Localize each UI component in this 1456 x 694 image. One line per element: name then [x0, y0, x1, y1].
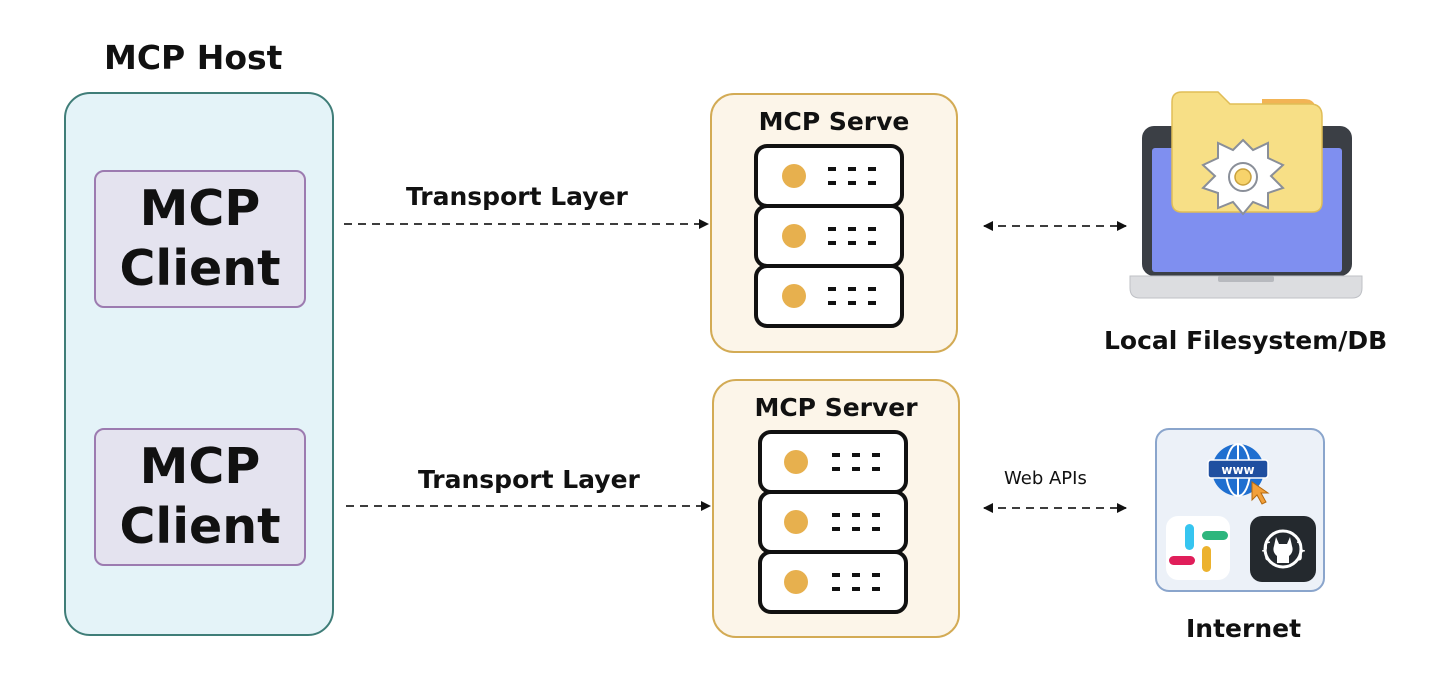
mcp-client-2: MCP Client: [94, 428, 306, 566]
transport-layer-label-2: Transport Layer: [418, 465, 640, 494]
internet-caption: Internet: [1186, 614, 1302, 643]
server-rack-icon: [758, 430, 908, 614]
github-icon: { }: [1250, 516, 1316, 582]
server-rack-icon: [754, 144, 904, 328]
transport-layer-label-1: Transport Layer: [406, 182, 628, 211]
slack-icon: [1166, 516, 1230, 580]
svg-text:www: www: [1221, 463, 1254, 477]
svg-text:{: {: [1260, 538, 1272, 562]
folder-gear-icon: [1171, 91, 1323, 216]
local-filesystem-caption: Local Filesystem/DB: [1104, 326, 1388, 355]
mcp-client-1-label: MCP Client: [119, 180, 281, 297]
host-title: MCP Host: [104, 38, 283, 77]
mcp-client-2-label: MCP Client: [119, 438, 281, 555]
web-apis-label: Web APIs: [1004, 468, 1087, 489]
svg-text:}: }: [1295, 538, 1307, 562]
mcp-server-1-title: MCP Serve: [758, 107, 910, 136]
mcp-server-2-title: MCP Server: [754, 393, 918, 422]
www-globe-icon: www: [1207, 443, 1270, 505]
mcp-client-1: MCP Client: [94, 170, 306, 308]
